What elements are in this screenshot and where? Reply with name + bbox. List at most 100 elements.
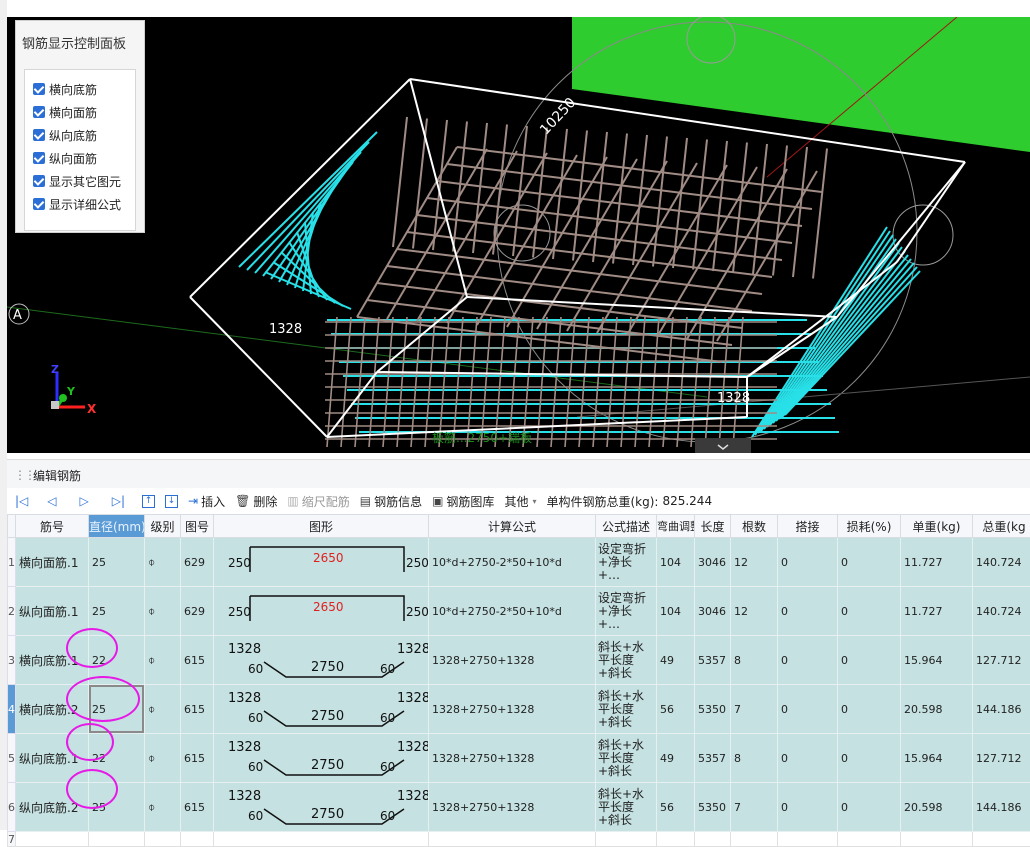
lap-cell[interactable]: 0 bbox=[778, 685, 838, 734]
count-cell[interactable]: 12 bbox=[731, 538, 778, 587]
header-unit-weight[interactable]: 单重(kg) bbox=[901, 515, 973, 538]
move-down-button[interactable]: ↓ bbox=[165, 495, 178, 508]
empty-cell[interactable] bbox=[16, 832, 89, 847]
prev-record-button[interactable]: ◁ bbox=[47, 494, 59, 508]
last-record-button[interactable]: ▷| bbox=[112, 494, 128, 508]
unit-weight-cell[interactable]: 15.964 bbox=[901, 734, 973, 783]
empty-cell[interactable] bbox=[731, 832, 778, 847]
lap-cell[interactable]: 0 bbox=[778, 783, 838, 832]
count-cell[interactable]: 7 bbox=[731, 783, 778, 832]
formula-cell[interactable]: 1328+2750+1328 bbox=[429, 734, 596, 783]
loss-cell[interactable]: 0 bbox=[838, 636, 901, 685]
total-weight-cell[interactable]: 140.724 bbox=[973, 587, 1030, 636]
loss-cell[interactable]: 0 bbox=[838, 587, 901, 636]
formula-cell[interactable]: 1328+2750+1328 bbox=[429, 685, 596, 734]
empty-cell[interactable] bbox=[596, 832, 657, 847]
length-cell[interactable]: 3046 bbox=[695, 538, 731, 587]
count-cell[interactable]: 12 bbox=[731, 587, 778, 636]
lap-cell[interactable]: 0 bbox=[778, 734, 838, 783]
header-figure-no[interactable]: 图号 bbox=[181, 515, 214, 538]
header-diameter[interactable]: 直径(mm) bbox=[89, 515, 145, 538]
row-number[interactable]: 1 bbox=[8, 538, 16, 587]
empty-cell[interactable] bbox=[145, 832, 181, 847]
collapse-tab[interactable] bbox=[695, 438, 751, 453]
checkbox-checked-icon[interactable] bbox=[33, 152, 45, 164]
rebar-library-button[interactable]: ▣钢筋图库 bbox=[432, 493, 494, 510]
figure-no-cell[interactable]: 629 bbox=[181, 538, 214, 587]
empty-cell[interactable] bbox=[901, 832, 973, 847]
grade-cell[interactable]: ⌽ bbox=[145, 587, 181, 636]
length-cell[interactable]: 5350 bbox=[695, 783, 731, 832]
formula-desc-cell[interactable]: 设定弯折+净长+… bbox=[596, 587, 657, 636]
count-cell[interactable]: 8 bbox=[731, 734, 778, 783]
empty-cell[interactable] bbox=[181, 832, 214, 847]
unit-weight-cell[interactable]: 11.727 bbox=[901, 587, 973, 636]
lap-cell[interactable]: 0 bbox=[778, 587, 838, 636]
option-transverse-top[interactable]: 横向面筋 bbox=[33, 102, 97, 122]
figure-no-cell[interactable]: 615 bbox=[181, 734, 214, 783]
figure-no-cell[interactable]: 615 bbox=[181, 783, 214, 832]
row-number[interactable]: 4 bbox=[8, 685, 16, 734]
scale-rebar-button[interactable]: ▥缩尺配筋 bbox=[287, 493, 349, 510]
move-up-button[interactable]: ↑ bbox=[142, 495, 155, 508]
grade-cell[interactable]: ⌽ bbox=[145, 783, 181, 832]
diameter-cell[interactable]: 25 bbox=[89, 538, 145, 587]
total-weight-cell[interactable]: 140.724 bbox=[973, 538, 1030, 587]
insert-button[interactable]: ⇥插入 bbox=[188, 493, 225, 510]
bend-adjust-cell[interactable]: 49 bbox=[657, 636, 695, 685]
header-length[interactable]: 长度 bbox=[695, 515, 731, 538]
figure-no-cell[interactable]: 629 bbox=[181, 587, 214, 636]
unit-weight-cell[interactable]: 20.598 bbox=[901, 783, 973, 832]
header-lap[interactable]: 搭接 bbox=[778, 515, 838, 538]
loss-cell[interactable]: 0 bbox=[838, 734, 901, 783]
checkbox-checked-icon[interactable] bbox=[33, 83, 45, 95]
total-weight-cell[interactable]: 127.712 bbox=[973, 636, 1030, 685]
header-grade[interactable]: 级别 bbox=[145, 515, 181, 538]
option-show-detailed-formula[interactable]: 显示详细公式 bbox=[33, 194, 121, 214]
formula-desc-cell[interactable]: 设定弯折+净长+… bbox=[596, 538, 657, 587]
lap-cell[interactable]: 0 bbox=[778, 636, 838, 685]
formula-cell[interactable]: 10*d+2750-2*50+10*d bbox=[429, 587, 596, 636]
header-total-weight[interactable]: 总重(kg bbox=[973, 515, 1030, 538]
header-count[interactable]: 根数 bbox=[731, 515, 778, 538]
bend-adjust-cell[interactable]: 56 bbox=[657, 783, 695, 832]
bar-no-cell[interactable]: 横向面筋.1 bbox=[16, 538, 89, 587]
length-cell[interactable]: 5357 bbox=[695, 636, 731, 685]
formula-desc-cell[interactable]: 斜长+水平长度+斜长 bbox=[596, 685, 657, 734]
table-row-empty[interactable]: 7 bbox=[8, 832, 1030, 847]
formula-cell[interactable]: 1328+2750+1328 bbox=[429, 636, 596, 685]
empty-cell[interactable] bbox=[214, 832, 429, 847]
drag-grip-icon[interactable]: ⋮⋮ bbox=[14, 468, 34, 482]
total-weight-cell[interactable]: 127.712 bbox=[973, 734, 1030, 783]
loss-cell[interactable]: 0 bbox=[838, 685, 901, 734]
empty-cell[interactable] bbox=[89, 832, 145, 847]
option-show-other-elements[interactable]: 显示其它图元 bbox=[33, 171, 121, 191]
grade-cell[interactable]: ⌽ bbox=[145, 538, 181, 587]
lap-cell[interactable]: 0 bbox=[778, 538, 838, 587]
unit-weight-cell[interactable]: 15.964 bbox=[901, 636, 973, 685]
formula-cell[interactable]: 10*d+2750-2*50+10*d bbox=[429, 538, 596, 587]
unit-weight-cell[interactable]: 20.598 bbox=[901, 685, 973, 734]
empty-cell[interactable] bbox=[973, 832, 1030, 847]
checkbox-checked-icon[interactable] bbox=[33, 129, 45, 141]
bend-adjust-cell[interactable]: 56 bbox=[657, 685, 695, 734]
total-weight-cell[interactable]: 144.186 bbox=[973, 783, 1030, 832]
option-longitudinal-top[interactable]: 纵向面筋 bbox=[33, 148, 97, 168]
total-weight-cell[interactable]: 144.186 bbox=[973, 685, 1030, 734]
unit-weight-cell[interactable]: 11.727 bbox=[901, 538, 973, 587]
bend-adjust-cell[interactable]: 104 bbox=[657, 587, 695, 636]
length-cell[interactable]: 5350 bbox=[695, 685, 731, 734]
delete-button[interactable]: 🗑删除 bbox=[235, 493, 277, 510]
rebar-info-button[interactable]: ▤钢筋信息 bbox=[360, 493, 422, 510]
grade-cell[interactable]: ⌽ bbox=[145, 685, 181, 734]
